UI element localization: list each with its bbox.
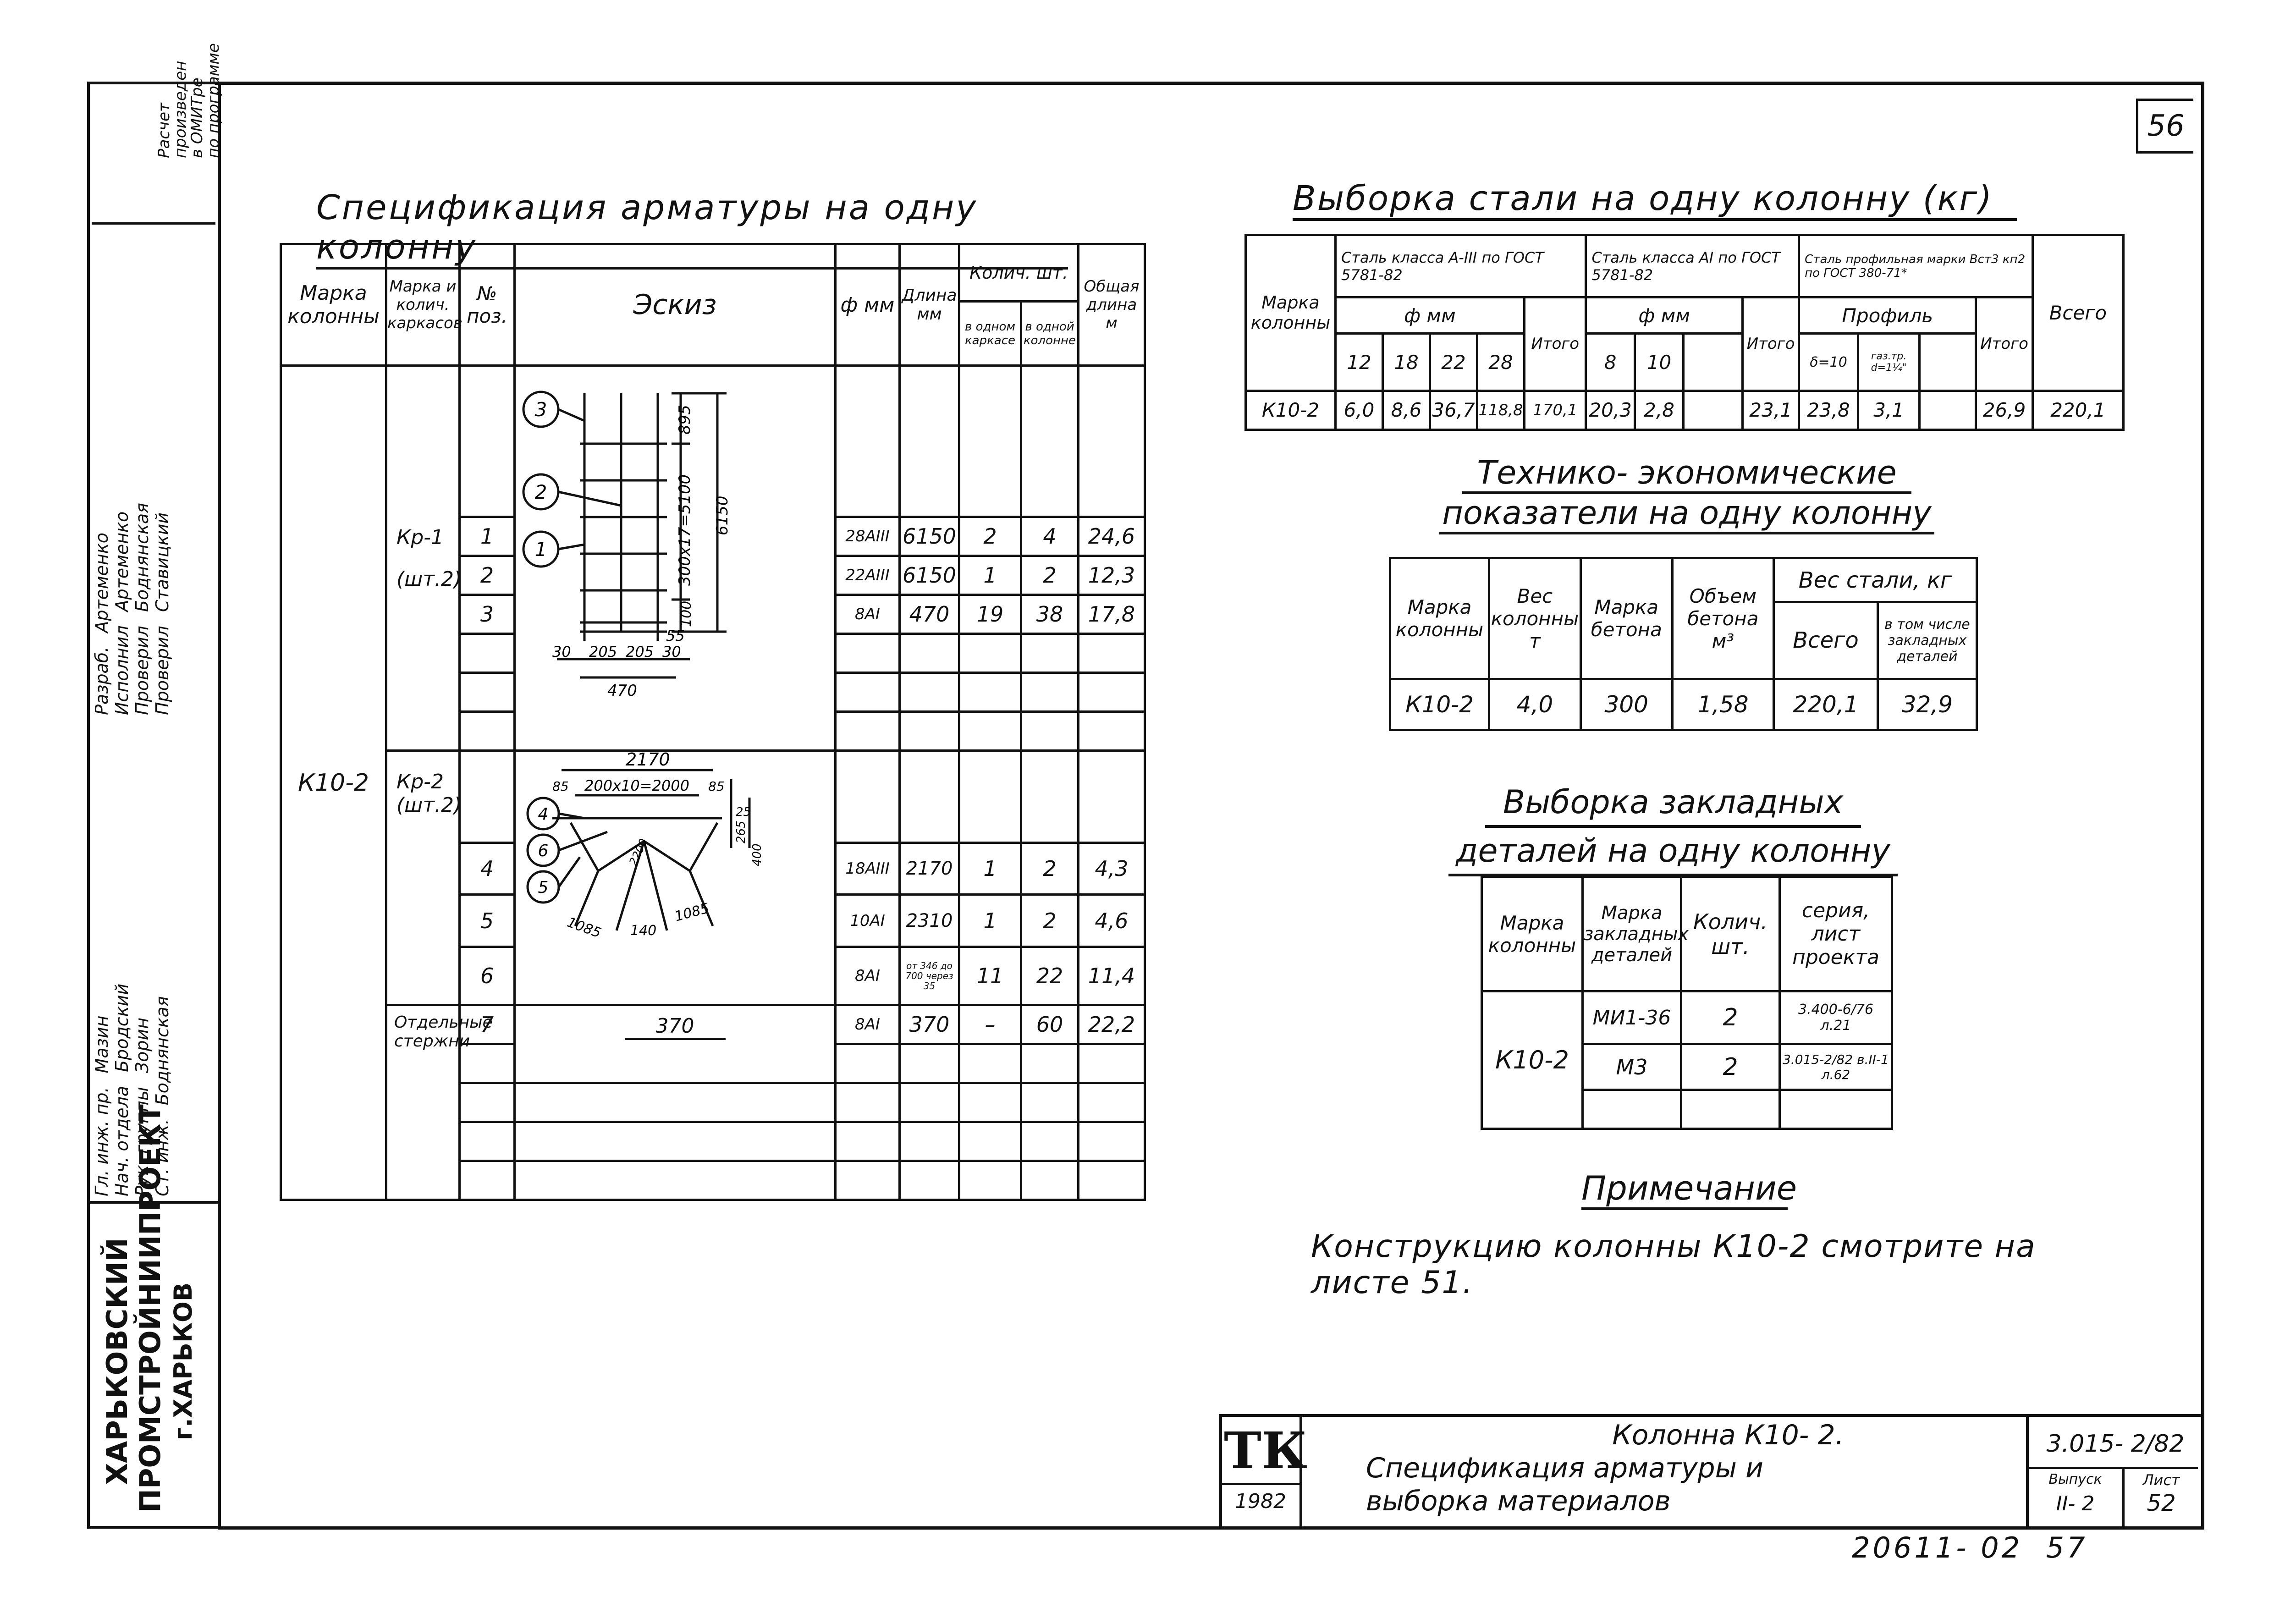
drawing-code: 3.015- 2/82 bbox=[2046, 1430, 2185, 1458]
organization-name: ХАРЬКОВСКИЙ ПРОМСТРОЙНИИПРОЕКТ г.ХАРЬКОВ bbox=[100, 1104, 198, 1513]
frame-separate: Отдельные стержни bbox=[385, 1004, 493, 1201]
svg-text:6150: 6150 bbox=[713, 495, 732, 535]
svg-text:205: 205 bbox=[626, 643, 654, 661]
svg-text:205: 205 bbox=[589, 643, 617, 661]
tk-logo: ТК bbox=[1224, 1421, 1307, 1480]
pos-5: 5 bbox=[458, 893, 516, 948]
hdr-sketch: Эскиз bbox=[513, 243, 837, 367]
sheet-number: 56 bbox=[2136, 99, 2193, 154]
svg-text:85: 85 bbox=[552, 779, 569, 794]
svg-text:400: 400 bbox=[750, 843, 764, 866]
embedded-title: Выборка закладных деталей на одну колонн… bbox=[1444, 779, 1902, 876]
note-text: Конструкцию колонны К10-2 смотрите на ли… bbox=[1311, 1228, 2036, 1301]
sketch-2-label-4: 4 bbox=[538, 805, 549, 824]
hdr-qty: Колич. шт. bbox=[958, 243, 1079, 303]
calc-stamp: Расчет произведен в ОМИТре по программе bbox=[92, 43, 223, 225]
hdr-dia: ф мм bbox=[834, 243, 901, 367]
svg-text:30: 30 bbox=[662, 643, 681, 661]
hdr-pos: № поз. bbox=[458, 243, 516, 367]
sketch-1-label-1: 1 bbox=[535, 538, 547, 561]
sketch-2-label-5: 5 bbox=[538, 878, 549, 897]
spec-table: Марка колонны Марка и колич. каркасов № … bbox=[280, 243, 1146, 1201]
title-block bbox=[1219, 1414, 2201, 1529]
frame-kr1: Кр-1(шт.2) bbox=[385, 364, 462, 752]
tech-table: Марка колонны Вес колонны т Марка бетона… bbox=[1388, 556, 1978, 731]
issue-label: Выпуск bbox=[2048, 1471, 2102, 1487]
pos-1: 1 bbox=[458, 516, 516, 557]
svg-text:140: 140 bbox=[630, 923, 656, 939]
column-mark: К10-2 bbox=[280, 364, 387, 1201]
svg-text:25: 25 bbox=[736, 805, 751, 819]
issue: II- 2 bbox=[2056, 1492, 2095, 1515]
embedded-table: Марка колонны Марка закладных деталей Ко… bbox=[1481, 875, 1893, 1130]
pos-3: 3 bbox=[458, 594, 516, 635]
svg-text:30: 30 bbox=[552, 643, 571, 661]
svg-text:85: 85 bbox=[708, 779, 725, 794]
steel-table: Марка колонны Сталь класса А-III по ГОСТ… bbox=[1244, 234, 2125, 431]
pos-6: 6 bbox=[458, 945, 516, 1007]
svg-text:265: 265 bbox=[734, 820, 748, 843]
svg-text:1085: 1085 bbox=[565, 914, 603, 941]
left-margin-frame bbox=[87, 82, 220, 1529]
hdr-qty-col: в одной колонне bbox=[1020, 300, 1079, 367]
sketch-1-cell: 3 2 1 895 300х17=5100 6150 100 55 30 205… bbox=[513, 364, 837, 752]
svg-text:2170: 2170 bbox=[626, 752, 670, 770]
sketch-3-cell: 370 bbox=[513, 1004, 837, 1084]
sketch-1-label-3: 3 bbox=[535, 398, 547, 421]
frame-kr2: Кр-2(шт.2) bbox=[385, 749, 462, 1006]
svg-text:200х10=2000: 200х10=2000 bbox=[584, 777, 689, 794]
pos-2: 2 bbox=[458, 555, 516, 596]
svg-text:300х17=5100: 300х17=5100 bbox=[676, 474, 694, 585]
sketch-1-label-2: 2 bbox=[535, 481, 547, 503]
bottom-code: 20611- 02 57 bbox=[1852, 1531, 2088, 1564]
year: 1982 bbox=[1235, 1490, 1286, 1513]
note-title: Примечание bbox=[1581, 1169, 1797, 1210]
sketch-3-dim: 370 bbox=[624, 1014, 726, 1040]
sketch-2: 2170 85 200х10=2000 85 25 400 265 2200 1… bbox=[526, 752, 764, 941]
pos-4: 4 bbox=[458, 841, 516, 896]
sketch-1: 3 2 1 895 300х17=5100 6150 100 55 30 205… bbox=[522, 391, 732, 700]
sheet-frame bbox=[218, 82, 2204, 1530]
hdr-mark: Марка колонны bbox=[280, 243, 387, 367]
hdr-qty-frame: в одном каркасе bbox=[958, 300, 1022, 367]
svg-text:55: 55 bbox=[666, 627, 685, 644]
svg-text:470: 470 bbox=[607, 682, 637, 700]
svg-text:100: 100 bbox=[678, 600, 694, 627]
sketch-2-cell: 2170 85 200х10=2000 85 25 400 265 2200 1… bbox=[513, 749, 837, 1006]
hdr-frame: Марка и колич. каркасов bbox=[385, 243, 463, 367]
sketch-2-label-6: 6 bbox=[538, 842, 549, 860]
sheet: 52 bbox=[2147, 1490, 2176, 1516]
tech-title: Технико- экономические показатели на одн… bbox=[1435, 454, 1939, 534]
svg-text:1085: 1085 bbox=[673, 900, 711, 925]
svg-text:895: 895 bbox=[676, 405, 694, 435]
hdr-total: Общая длина м bbox=[1077, 243, 1146, 367]
sheet-label: Лист bbox=[2142, 1471, 2180, 1489]
pos-7: 7 bbox=[458, 1004, 516, 1045]
hdr-len: Длина мм bbox=[898, 243, 960, 367]
steel-title: Выборка стали на одну колонну (кг) bbox=[1293, 179, 2017, 221]
drawing-title: Колонна К10- 2. Спецификация арматуры и … bbox=[1366, 1419, 1844, 1517]
